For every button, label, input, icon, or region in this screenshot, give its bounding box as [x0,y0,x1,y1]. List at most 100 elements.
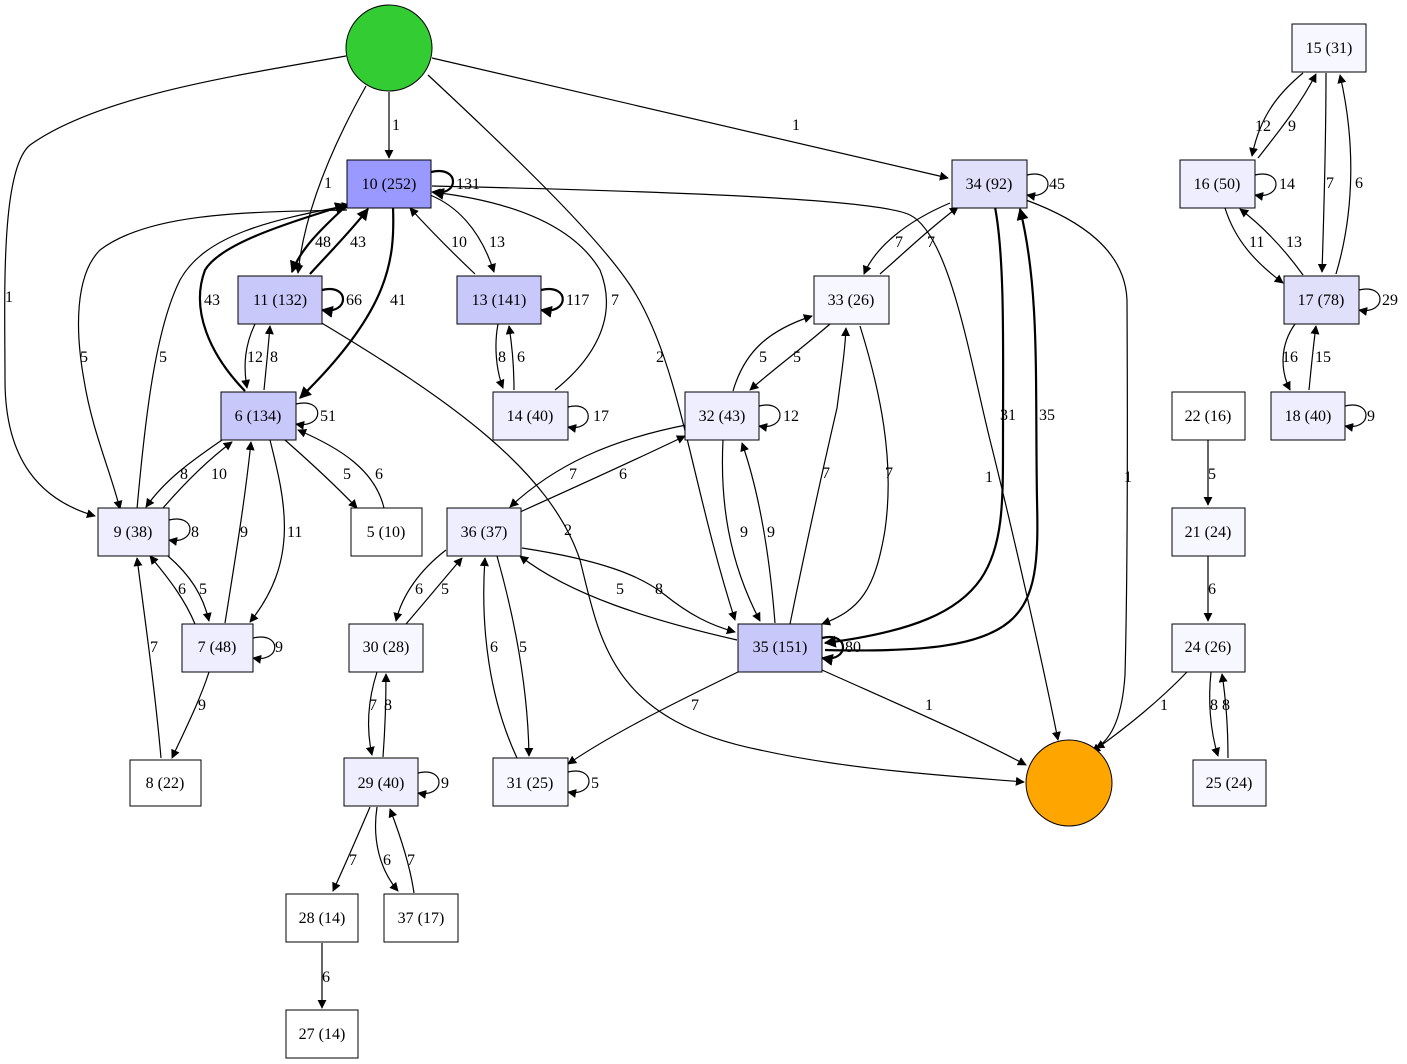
edge-36-30: 6 [393,549,447,622]
node-5[interactable]: 5 (10) [350,507,423,557]
node-17[interactable]: 17 (78) [1283,275,1360,325]
edge-16-16: 14 [1254,173,1295,201]
edge-label: 10 [451,234,467,251]
edge-label: 10 [211,466,227,483]
node-label: 13 (141) [472,292,527,309]
end-node[interactable] [1025,739,1113,827]
edge-35-35: 80 [820,635,861,666]
edge-label: 9 [441,775,449,792]
node-24[interactable]: 24 (26) [1171,623,1246,673]
node-22[interactable]: 22 (16) [1171,391,1246,441]
edge-35-32: 9 [740,442,776,624]
edge-11-6: 12 [241,323,263,389]
node-21[interactable]: 21 (24) [1171,507,1246,557]
edge-33-32: 5 [749,323,831,391]
edge-15-16: 12 [1249,72,1304,157]
node-label: 15 (31) [1306,40,1353,57]
node-14[interactable]: 14 (40) [492,391,569,441]
node-16[interactable]: 16 (50) [1179,159,1256,209]
edge-30-29: 7 [365,671,378,756]
node-25[interactable]: 25 (24) [1192,759,1267,807]
edge-label: 5 [343,466,351,483]
node-36[interactable]: 36 (37) [446,507,522,557]
node-label: 28 (14) [299,910,346,927]
edge-24-25: 8 [1209,671,1220,757]
node-9[interactable]: 9 (38) [97,507,170,557]
edge-label: 5 [159,349,167,366]
node-label: 9 (38) [114,524,153,541]
edge-28-27: 6 [317,943,330,1009]
edge-label: 5 [199,581,207,598]
node-37[interactable]: 37 (17) [383,893,459,943]
edge-label: 5 [80,349,88,366]
node-27[interactable]: 27 (14) [285,1009,359,1059]
node-7[interactable]: 7 (48) [181,623,254,673]
edge-11-10: 43 [309,208,369,275]
node-31[interactable]: 31 (25) [492,757,569,807]
edge-label: 7 [895,234,903,251]
edge-31-36: 6 [479,557,518,759]
edge-label: 11 [1249,234,1264,251]
node-8[interactable]: 8 (22) [129,759,202,807]
edge-label: 1 [1160,697,1168,714]
node-label: 29 (40) [358,775,405,792]
edge-label: 6 [619,466,627,483]
edge-label: 6 [178,581,186,598]
edge-24-end: 1 [1091,671,1188,753]
edge-35-end: 1 [821,669,1027,766]
node-30[interactable]: 30 (28) [348,623,424,673]
edge-29-28: 7 [332,806,371,892]
node-6[interactable]: 6 (134) [220,391,297,441]
node-label: 6 (134) [235,408,282,425]
node-29[interactable]: 29 (40) [343,757,419,807]
node-label: 33 (26) [828,292,875,309]
node-11[interactable]: 11 (132) [237,275,323,325]
edge-35-31: 7 [567,671,739,765]
edge-9-7: 5 [167,555,212,622]
edge-34-33: 7 [863,202,951,275]
edge-7-9: 6 [149,555,196,625]
edge-36-31: 5 [496,555,534,757]
edge-7-7: 9 [252,636,283,664]
start-node[interactable] [345,4,433,92]
node-15[interactable]: 15 (31) [1291,23,1367,73]
edge-label: 7 [691,697,699,714]
edge-9-10: 5 [136,202,351,510]
edge-label: 6 [1208,581,1216,598]
edge-10-10: 131 [430,169,480,200]
edge-label: 11 [287,524,302,541]
edge-21-24: 6 [1203,556,1216,622]
edge-label: 2 [656,349,664,366]
edge-label: 7 [611,292,619,309]
node-13[interactable]: 13 (141) [456,275,542,325]
edge-6-9: 8 [145,439,223,508]
edge-7-6: 9 [224,441,255,624]
node-label: 25 (24) [1206,775,1253,792]
node-32[interactable]: 32 (43) [684,391,760,441]
node-35[interactable]: 35 (151) [737,623,823,673]
edge-6-5: 5 [284,439,358,509]
edge-33-35: 7 [821,325,893,626]
edge-label: 7 [1326,175,1334,192]
node-label: 34 (92) [966,176,1013,193]
node-10[interactable]: 10 (252) [346,159,432,209]
edge-34-34: 45 [1026,173,1065,201]
edge-label: 41 [390,292,406,309]
edge-label: 8 [1210,697,1218,714]
edge-label: 7 [349,852,357,869]
edge-35-34: 35 [824,207,1055,652]
edge-start-34: 1 [431,57,949,181]
node-label: 31 (25) [507,775,554,792]
node-18[interactable]: 18 (40) [1270,391,1346,441]
edge-32-36: 7 [509,424,687,508]
node-33[interactable]: 33 (26) [813,275,890,325]
node-28[interactable]: 28 (14) [285,893,359,943]
edge-10-13: 13 [429,194,505,273]
edge-label: 12 [783,408,799,425]
edge-11-end: 2 [319,321,1025,786]
node-34[interactable]: 34 (92) [951,159,1028,209]
edge-8-9: 7 [133,557,162,759]
node-label: 36 (37) [461,524,508,541]
edge-label: 1 [5,289,13,306]
